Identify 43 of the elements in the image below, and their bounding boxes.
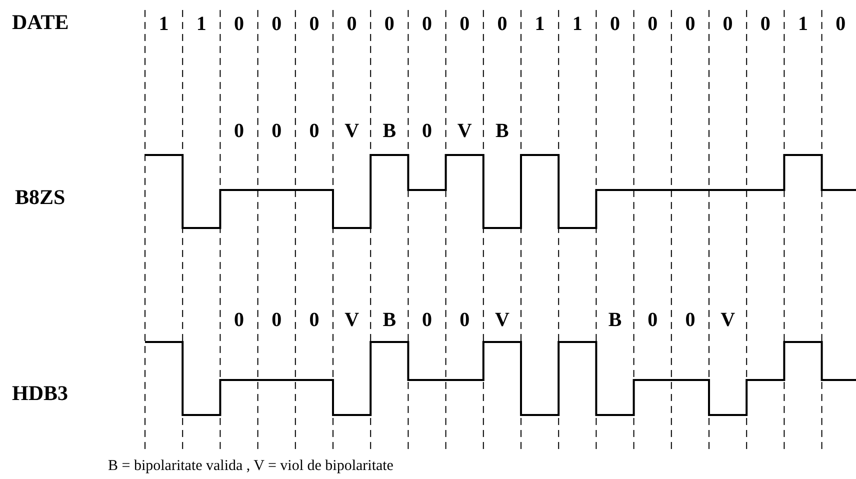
signal-name: DATE xyxy=(12,10,69,34)
code-mark: B xyxy=(496,120,509,142)
signal-name: HDB3 xyxy=(12,381,68,405)
code-mark: B xyxy=(382,120,396,142)
code-mark: 0 xyxy=(460,309,470,331)
bit-value: 0 xyxy=(610,13,620,35)
bit-value: 1 xyxy=(196,13,206,35)
bit-value: 0 xyxy=(836,13,846,35)
bit-value: 0 xyxy=(760,13,770,35)
bit-value: 1 xyxy=(798,13,808,35)
code-mark: B xyxy=(608,309,622,331)
bit-value: 0 xyxy=(460,13,470,35)
code-mark: V xyxy=(457,120,472,142)
code-mark: V xyxy=(344,309,360,331)
bit-value: 0 xyxy=(234,13,244,35)
bit-value: 0 xyxy=(272,13,282,35)
code-mark: V xyxy=(344,120,360,142)
legend-note: B = bipolaritate valida , V = viol de bipolaritate xyxy=(108,458,394,475)
bit-value: 0 xyxy=(309,13,320,35)
bit-value: 0 xyxy=(384,13,394,35)
code-mark: 0 xyxy=(309,309,320,331)
code-mark: 0 xyxy=(648,309,658,331)
bit-value: 1 xyxy=(572,13,582,35)
bit-value: 1 xyxy=(534,13,545,35)
code-mark: V xyxy=(494,309,510,331)
code-mark: 0 xyxy=(234,309,244,331)
bit-value: 0 xyxy=(685,13,696,35)
bit-value: 1 xyxy=(158,13,169,35)
bit-value: 0 xyxy=(346,13,357,35)
bit-value: 0 xyxy=(422,13,432,35)
code-mark: 0 xyxy=(272,309,282,331)
code-mark: V xyxy=(720,309,736,331)
code-mark: B xyxy=(382,309,396,331)
code-mark: 0 xyxy=(422,309,432,331)
bit-value: 0 xyxy=(648,13,658,35)
code-mark: 0 xyxy=(309,120,320,142)
code-mark: 0 xyxy=(685,309,696,331)
bit-value: 0 xyxy=(497,13,508,35)
code-mark: 0 xyxy=(234,120,244,142)
signal-name: B8ZS xyxy=(15,185,66,209)
code-mark: 0 xyxy=(422,120,432,142)
code-mark: 0 xyxy=(272,120,282,142)
bit-value: 0 xyxy=(722,13,733,35)
